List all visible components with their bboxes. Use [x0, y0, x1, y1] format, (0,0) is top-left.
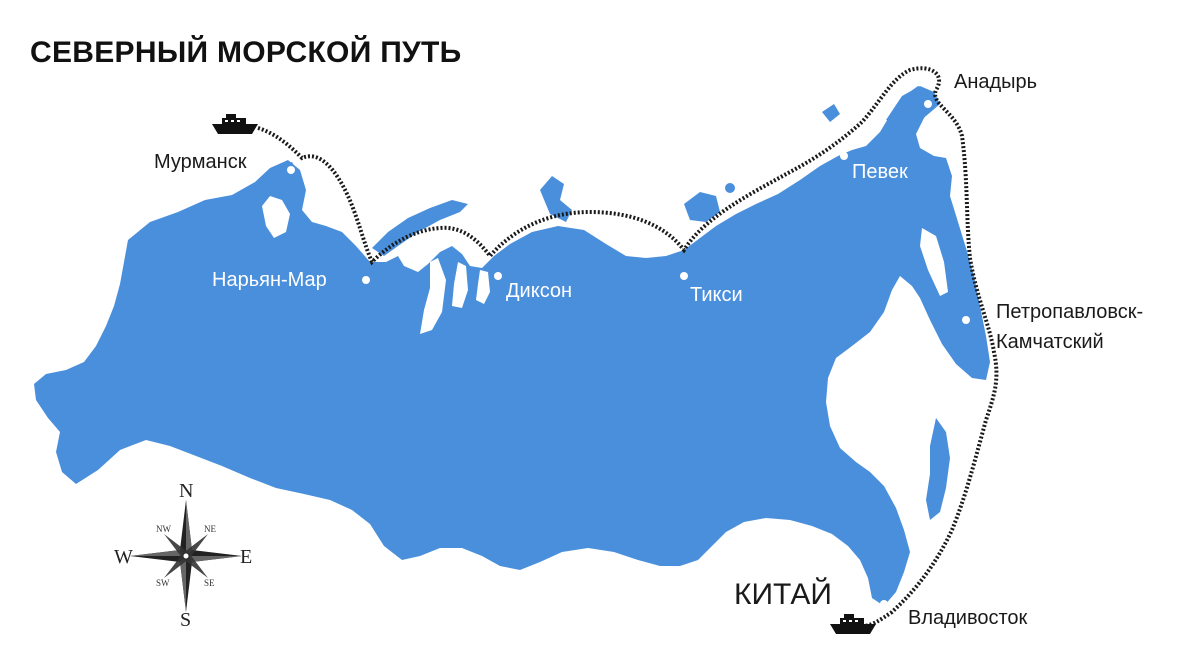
ship-icon: [830, 614, 876, 634]
city-marker-icon: [840, 152, 848, 160]
taz-gulf: [452, 262, 468, 308]
label-murmansk: Мурманск: [154, 151, 247, 173]
label-china: КИТАЙ: [734, 577, 832, 611]
label-naryan-mar: Нарьян-Мар: [212, 269, 327, 291]
city-marker-icon: [680, 272, 688, 280]
chukotka: [886, 86, 940, 124]
compass-s: S: [180, 609, 191, 631]
label-petropavlovsk-line1: Петропавловск-: [996, 301, 1143, 323]
wrangel-island: [822, 104, 840, 122]
sakhalin: [926, 418, 950, 520]
label-petropavlovsk-line2: Камчатский: [996, 331, 1104, 353]
ob-gulf: [420, 258, 446, 334]
label-tiksi: Тикси: [690, 284, 743, 306]
city-marker-icon: [287, 166, 295, 174]
compass-nw: NW: [156, 524, 171, 534]
compass-se: SE: [204, 578, 215, 588]
ship-icon: [212, 114, 258, 134]
severnaya-zemlya: [540, 176, 572, 222]
city-marker-icon: [924, 100, 932, 108]
label-pevek: Певек: [852, 161, 908, 183]
compass-sw: SW: [156, 578, 170, 588]
white-sea: [262, 196, 290, 238]
island-dot: [725, 183, 735, 193]
compass-ne: NE: [204, 524, 216, 534]
city-marker-icon: [876, 330, 884, 338]
map-title: СЕВЕРНЫЙ МОРСКОЙ ПУТЬ: [30, 36, 462, 69]
okhotsk-coast: [898, 280, 934, 350]
northern-sea-route: [257, 66, 999, 628]
compass-n: N: [179, 480, 193, 502]
compass-w: W: [114, 546, 133, 568]
city-marker-icon: [362, 276, 370, 284]
yenisei-gulf: [476, 270, 490, 304]
city-marker-icon: [880, 600, 888, 608]
kamchatka-west-water: [920, 228, 948, 296]
label-dikson: Диксон: [506, 280, 572, 302]
label-vladivostok: Владивосток: [908, 607, 1028, 629]
compass-e: E: [240, 546, 252, 568]
kola-peninsula: [250, 162, 300, 216]
label-anadyr: Анадырь: [954, 71, 1037, 93]
new-siberian-islands: [684, 192, 720, 222]
compass-rose-icon: [130, 500, 242, 612]
city-marker-icon: [962, 316, 970, 324]
city-marker-icon: [494, 272, 502, 280]
